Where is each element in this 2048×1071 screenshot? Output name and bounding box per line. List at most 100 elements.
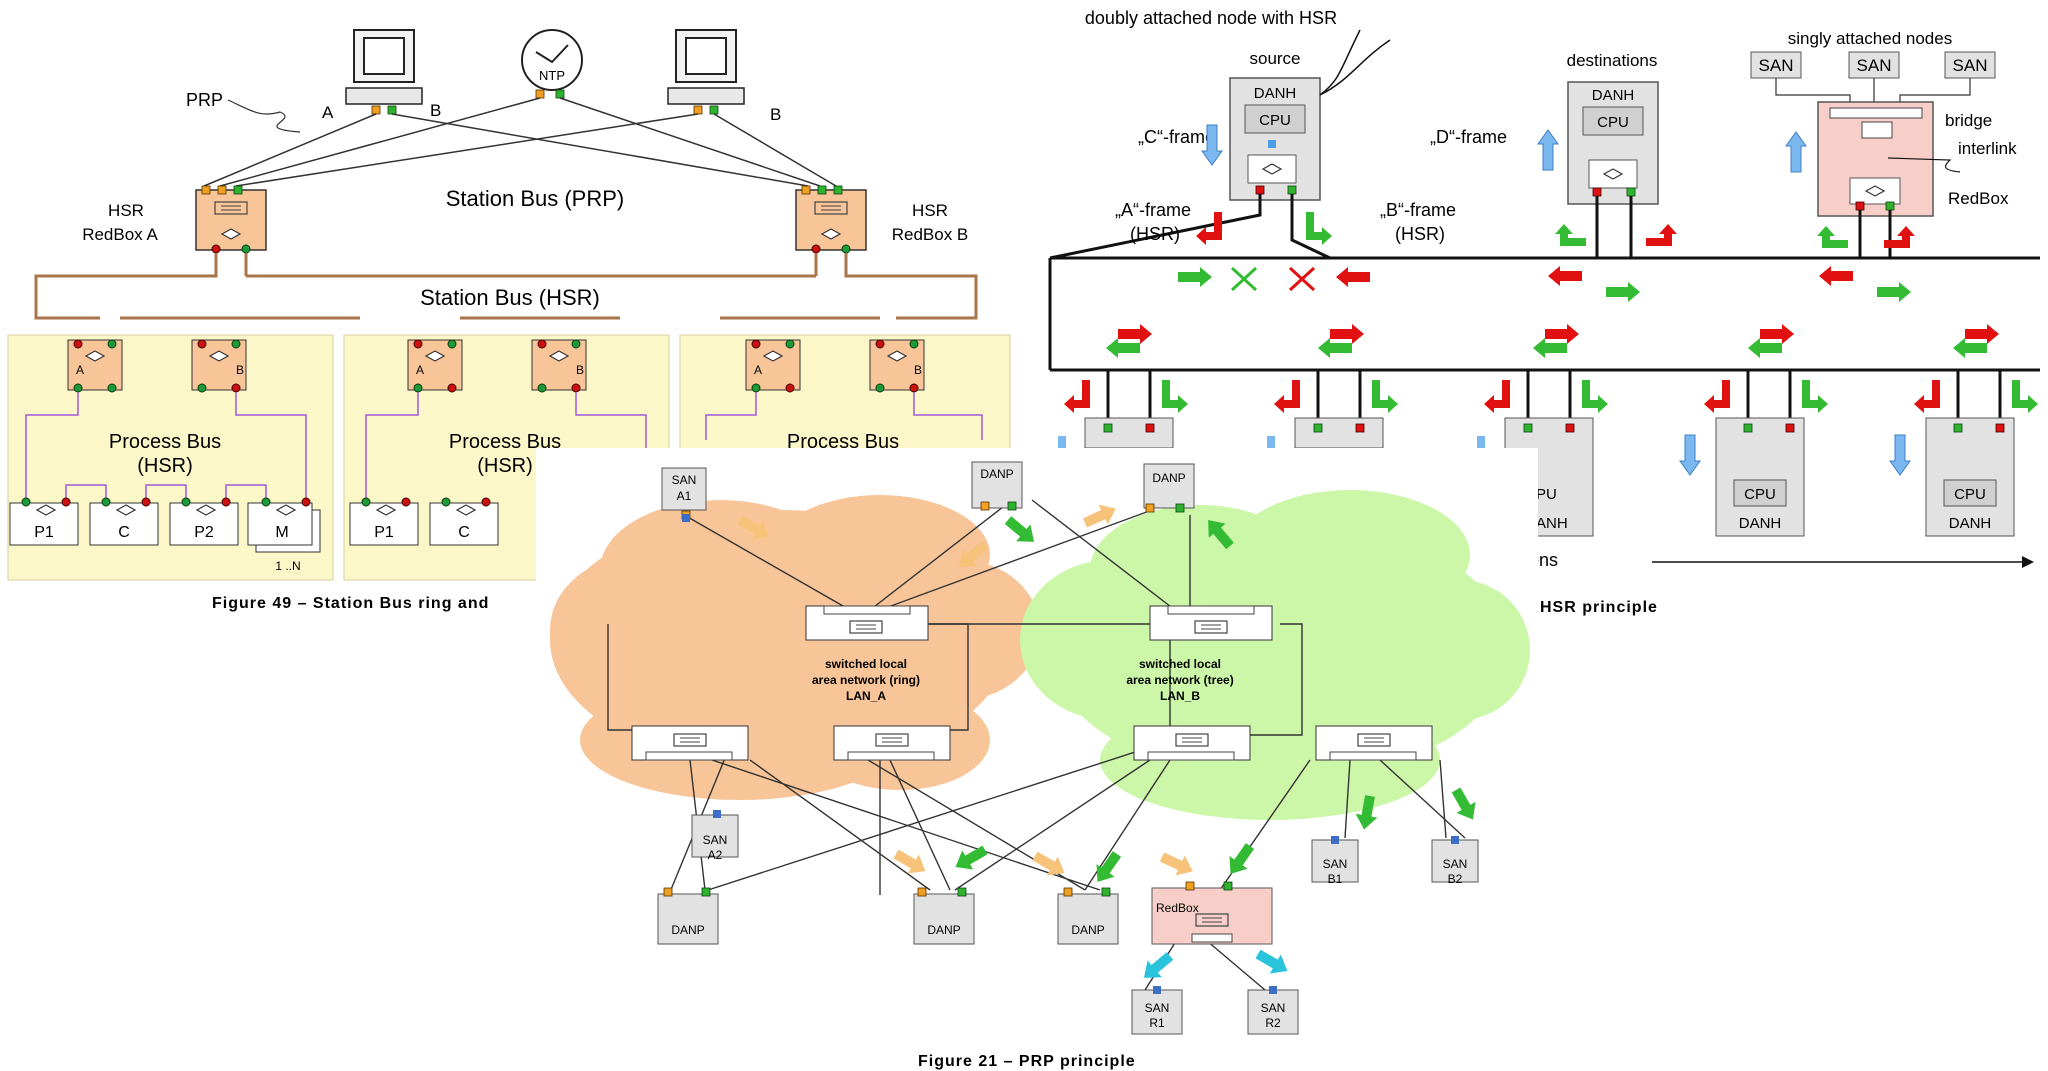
lower-danh-4: DANH: [1739, 515, 1782, 532]
lan-a-switch-top: [805, 605, 929, 641]
process-bus-links: [25, 392, 983, 500]
switch-b-3: B: [914, 363, 922, 377]
lower-danh-nodes: CPU DANH CPU DANH PU ANH: [1058, 370, 2038, 537]
ied-p1: P1: [34, 524, 54, 541]
san-a2-l1: SAN: [703, 833, 728, 847]
process-bus-2: Process Bus: [449, 431, 561, 453]
interlink-label: interlink: [1958, 139, 2017, 158]
ied-p2: P2: [194, 524, 214, 541]
switch-b-1: B: [236, 363, 244, 377]
lan-b-line2: area network (tree): [1126, 673, 1233, 687]
san-b1-l2: B1: [1328, 872, 1343, 886]
station-bus-hsr-ring: [34, 253, 978, 320]
ied-nodes: [9, 497, 499, 553]
redbox-label: RedBox: [1948, 189, 2009, 208]
pc2-b-label: B: [770, 105, 781, 124]
switch-a-1: A: [76, 363, 84, 377]
b-frame-hsr: (HSR): [1395, 224, 1445, 244]
san-b2-l1: SAN: [1443, 857, 1468, 871]
danp-bottom-1: DANP: [671, 923, 704, 937]
prp-links: [203, 97, 837, 187]
san-r1-l1: SAN: [1145, 1001, 1170, 1015]
process-bus-1: Process Bus: [109, 431, 221, 453]
san2-label: SAN: [1857, 56, 1892, 75]
station-caption: Figure 49 – Station Bus ring and: [212, 595, 489, 612]
lan-a-line2: area network (ring): [812, 673, 920, 687]
source-label: source: [1249, 49, 1300, 68]
hsr-redbox-a: [195, 189, 267, 251]
danp-bottom-2: DANP: [927, 923, 960, 937]
san-r2-l1: SAN: [1261, 1001, 1286, 1015]
redbox-a-hsr: HSR: [108, 201, 144, 220]
san-r1-l2: R1: [1149, 1016, 1165, 1030]
prp-caption: Figure 21 – PRP principle: [918, 1053, 1136, 1070]
danp-top-1: DANP: [980, 467, 1013, 481]
prp-end-nodes: [657, 461, 1479, 1035]
hsr-principle-figure: DANH CPU doubly attached node with HSR s…: [1048, 8, 2040, 616]
lan-a-switch-left: [631, 725, 749, 761]
b-frame-label: „B“-frame: [1380, 200, 1456, 220]
san-b2-l2: B2: [1448, 872, 1463, 886]
ntp-label: NTP: [539, 68, 565, 83]
lan-b-switch-left: [1133, 725, 1251, 761]
prp-label: PRP: [186, 90, 223, 110]
lan-b-switch-right: [1315, 725, 1433, 761]
dest-cpu-label: CPU: [1597, 114, 1629, 131]
pc1-a-label: A: [322, 103, 334, 122]
dest-danh-label: DANH: [1592, 87, 1635, 104]
ied-count: 1 ..N: [275, 559, 300, 573]
station-bus-prp: Station Bus (PRP): [446, 186, 625, 211]
source-cpu-label: CPU: [1259, 112, 1291, 129]
lower-danh-3-partial: ANH: [1536, 515, 1568, 532]
d-frame-arrow: [1537, 129, 1559, 171]
lan-b-cloud: [1020, 490, 1530, 820]
san-a2-l2: A2: [708, 848, 723, 862]
san3-label: SAN: [1953, 56, 1988, 75]
a-frame-label: „A“-frame: [1115, 200, 1191, 220]
san-a1-l1: SAN: [672, 473, 697, 487]
prp-redbox-label: RedBox: [1156, 901, 1199, 915]
lower-cpu-4: CPU: [1744, 486, 1776, 503]
process-bus-switches: [67, 339, 925, 393]
san-a1-l2: A1: [677, 489, 692, 503]
lan-b-line3: LAN_B: [1160, 689, 1200, 703]
danp-top-2: DANP: [1152, 471, 1185, 485]
redbox-up-arrow: [1785, 131, 1807, 173]
lan-a-cloud: [550, 495, 1040, 800]
d-frame-label: „D“-frame: [1430, 127, 1507, 147]
process-bus-3: Process Bus: [787, 431, 899, 453]
singly-attached-label: singly attached nodes: [1788, 29, 1952, 48]
redbox-b-label: RedBox B: [892, 225, 969, 244]
lower-ring-arrows: [1106, 324, 1999, 358]
process-bus-2-hsr: (HSR): [477, 455, 533, 477]
redbox-a-label: RedBox A: [82, 225, 158, 244]
process-bus-1-hsr: (HSR): [137, 455, 193, 477]
danp-bottom-3: DANP: [1071, 923, 1104, 937]
lan-a-line3: LAN_A: [846, 689, 886, 703]
lower-danh-5: DANH: [1949, 515, 1992, 532]
c-frame-label: „C“-frame: [1138, 127, 1215, 147]
switch-a-2: A: [416, 363, 424, 377]
ied-m: M: [275, 524, 288, 541]
switch-a-3: A: [754, 363, 762, 377]
san-r2-l2: R2: [1265, 1016, 1281, 1030]
a-frame-hsr: (HSR): [1130, 224, 1180, 244]
lan-a-line1: switched local: [825, 657, 907, 671]
redbox-b-hsr: HSR: [912, 201, 948, 220]
lower-cpu-3-partial: PU: [1536, 486, 1557, 503]
source-danh-label: DANH: [1254, 85, 1297, 102]
switch-b-2: B: [576, 363, 584, 377]
ied-c-2: C: [458, 524, 470, 541]
san1-label: SAN: [1759, 56, 1794, 75]
lan-b-switch-top: [1149, 605, 1273, 641]
destinations-label: destinations: [1567, 51, 1658, 70]
lan-b-line1: switched local: [1139, 657, 1221, 671]
hsr-caption-partial: HSR principle: [1540, 599, 1658, 616]
prp-principle-figure: switched local area network (ring) LAN_A…: [536, 448, 1538, 1071]
bridge-label: bridge: [1945, 111, 1992, 130]
doubly-attached-label: doubly attached node with HSR: [1085, 8, 1337, 28]
pc1-b-label: B: [430, 101, 441, 120]
ied-c: C: [118, 524, 130, 541]
station-bus-hsr: Station Bus (HSR): [420, 285, 600, 310]
